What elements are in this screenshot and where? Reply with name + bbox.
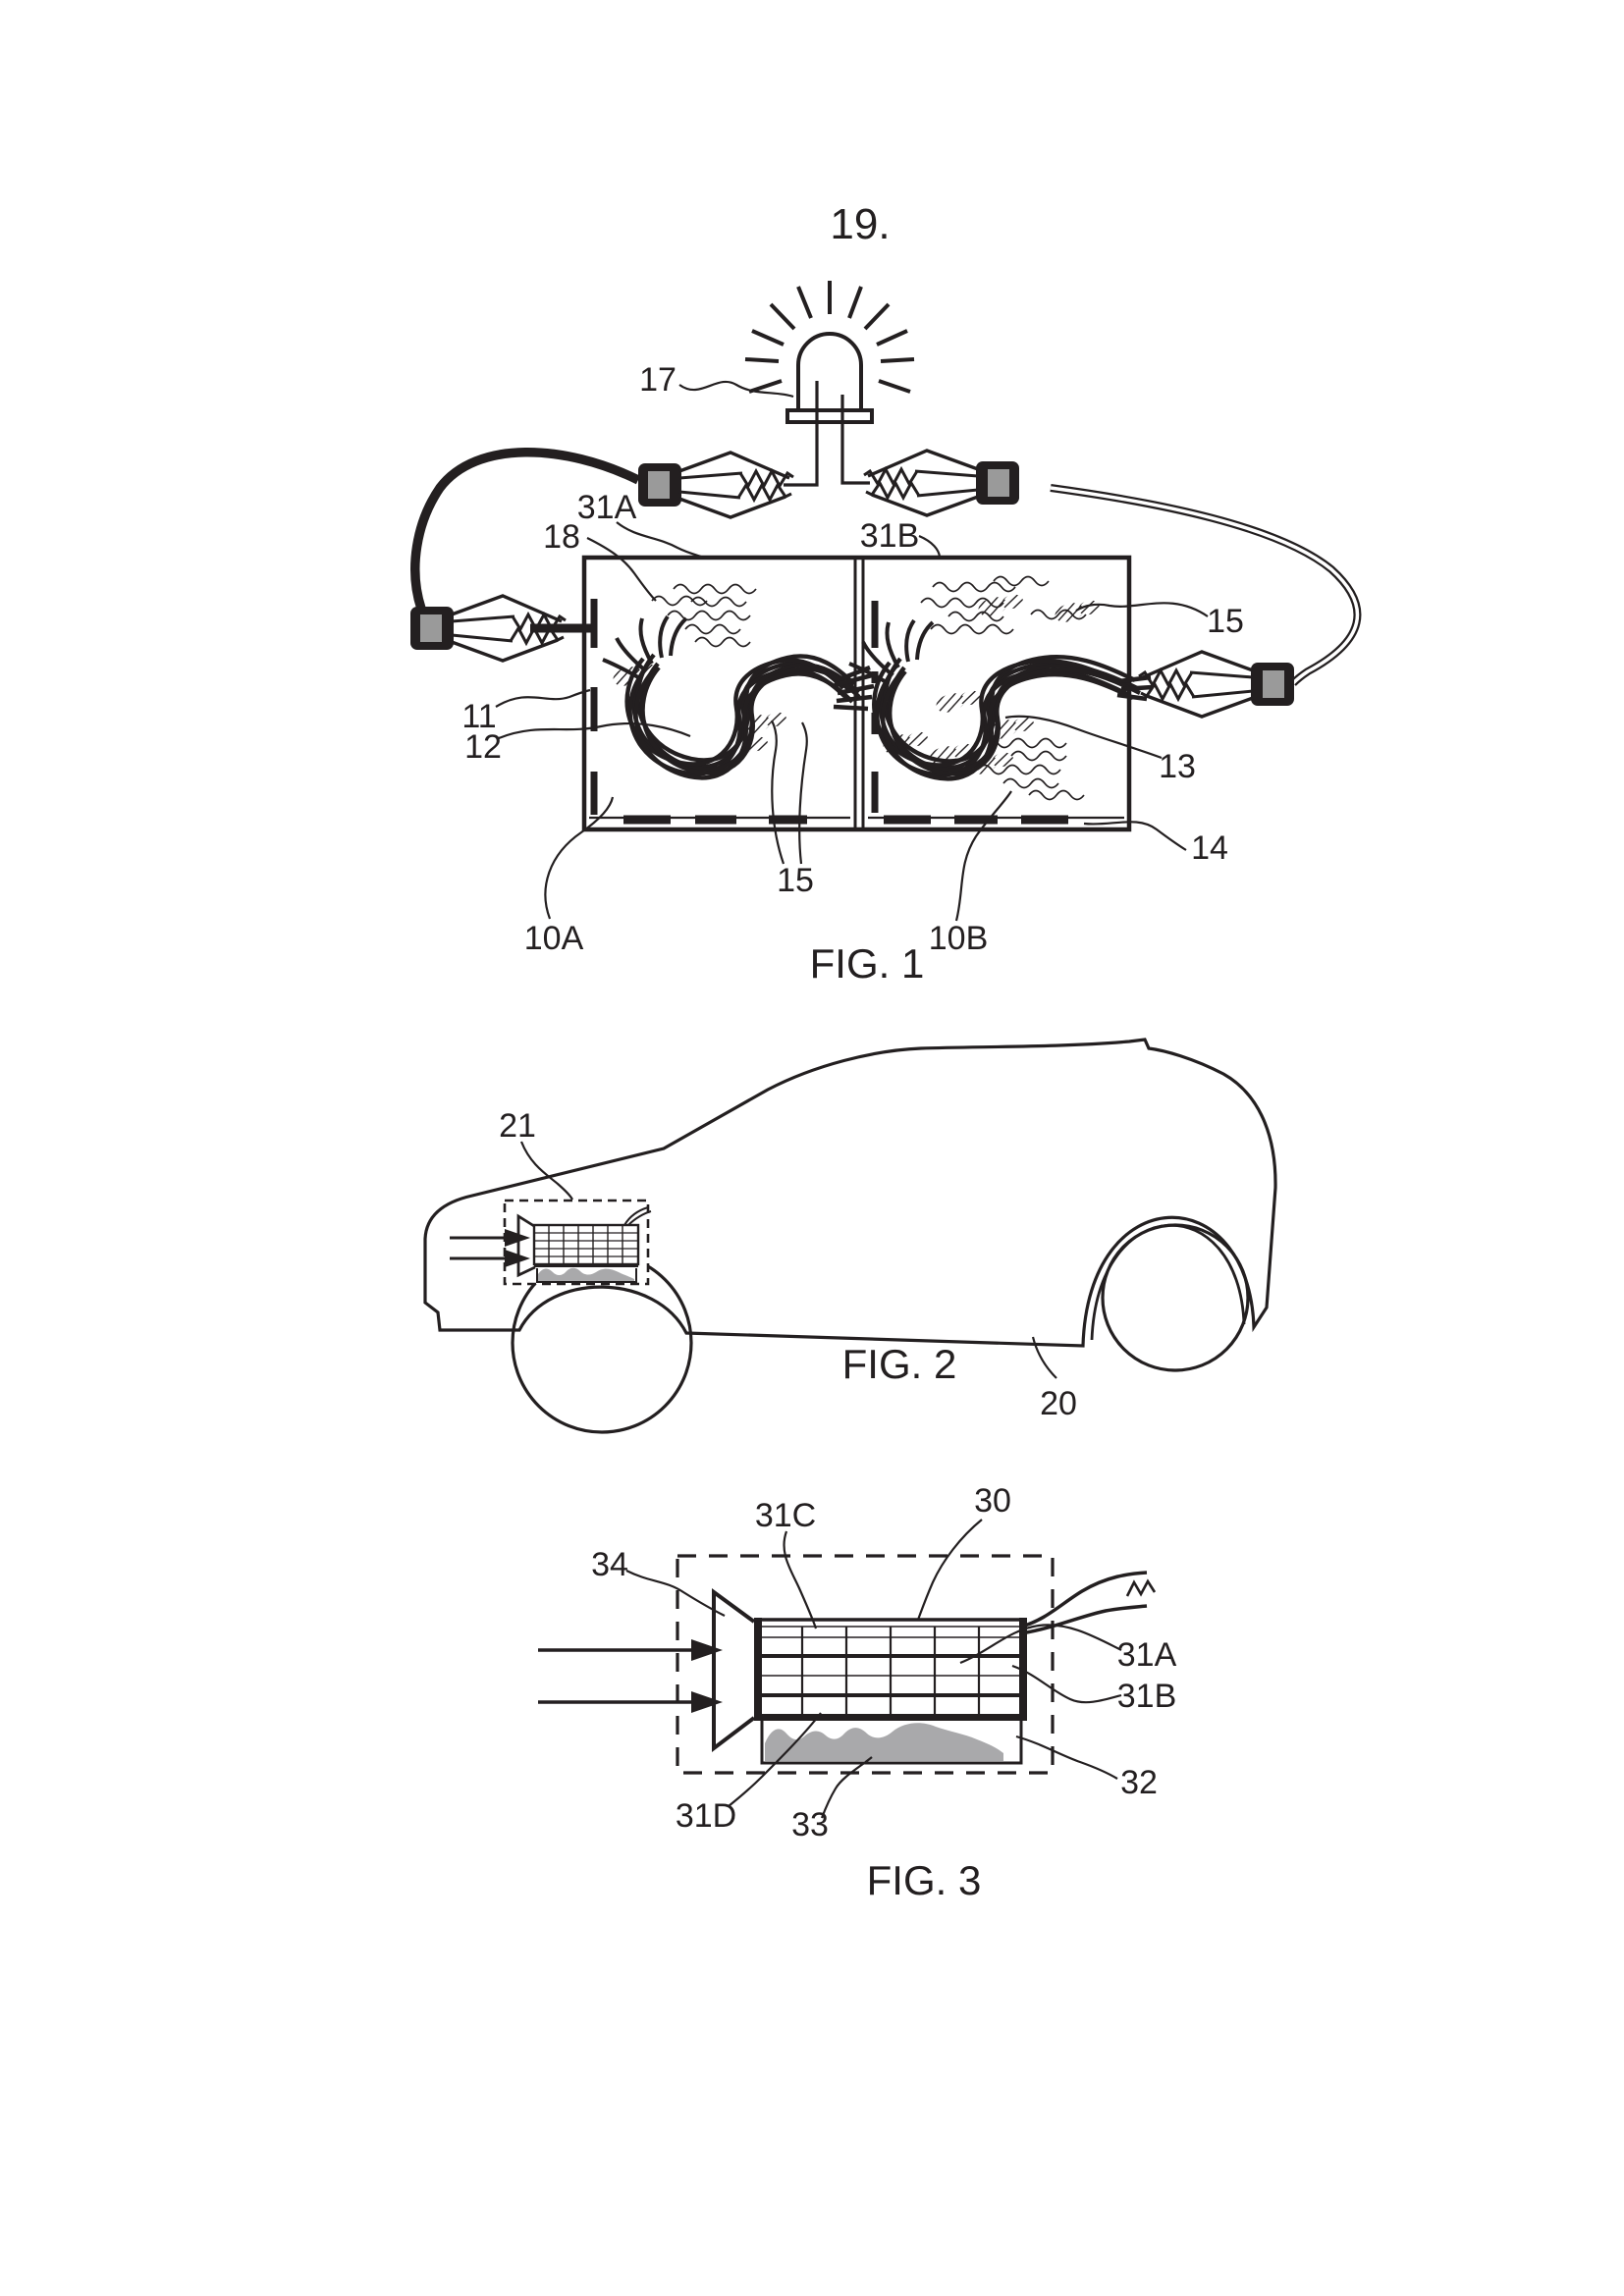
label-31A-fig3: 31A	[1117, 1636, 1177, 1674]
label-31A: 31A	[577, 489, 637, 526]
figure-2: 21 20 FIG. 2	[423, 1038, 1277, 1434]
sediment-mound	[765, 1723, 1003, 1761]
rear-wheel	[1101, 1223, 1250, 1372]
label-20: 20	[1040, 1385, 1077, 1422]
label-31D: 31D	[676, 1797, 736, 1835]
lamp-icon	[744, 281, 915, 487]
lead-wires	[1020, 1571, 1157, 1635]
label-18: 18	[543, 518, 580, 556]
label-11: 11	[461, 698, 496, 735]
car-outline	[423, 1038, 1277, 1348]
wire-bundle-right	[848, 618, 1154, 778]
label-31B: 31B	[860, 517, 920, 555]
label-12: 12	[464, 728, 502, 766]
label-33: 33	[791, 1806, 829, 1843]
label-34: 34	[591, 1546, 628, 1583]
collection-tray	[760, 1721, 1023, 1765]
label-32: 32	[1120, 1764, 1158, 1801]
label-13: 13	[1159, 748, 1196, 785]
label-14: 14	[1191, 829, 1228, 867]
light-rays-icon	[744, 281, 915, 394]
label-15-bottom: 15	[777, 862, 814, 899]
label-31B-fig3: 31B	[1117, 1678, 1177, 1715]
test-cell-box	[530, 555, 1132, 832]
label-30: 30	[974, 1482, 1011, 1520]
white-cable	[1050, 484, 1362, 686]
figure-2-caption: FIG. 2	[842, 1341, 957, 1387]
filter-grid	[754, 1618, 1027, 1721]
fig1-leader-lines	[495, 380, 1209, 922]
figure-3: 34 31C 30 31A 31B 32 31D 33 FIG. 3	[538, 1482, 1177, 1903]
figure-1-caption: FIG. 1	[810, 940, 925, 987]
label-21: 21	[499, 1107, 536, 1145]
label-17: 17	[639, 361, 677, 399]
fig3-leader-lines	[625, 1519, 1122, 1819]
inlet-funnel	[712, 1588, 756, 1753]
filter-unit-inset	[450, 1199, 652, 1286]
break-symbol-icon	[1125, 1578, 1157, 1597]
figure-1: 19.	[408, 200, 1362, 987]
fig2-leader-lines	[519, 1141, 1057, 1379]
airflow-arrows-small	[450, 1229, 530, 1267]
airflow-arrows	[538, 1639, 723, 1713]
label-10A: 10A	[524, 920, 584, 957]
label-31C: 31C	[755, 1497, 816, 1534]
sheet-number: 19.	[830, 200, 890, 248]
figure-3-caption: FIG. 3	[867, 1857, 982, 1903]
sediment-mound-small	[538, 1267, 634, 1281]
label-10B: 10B	[929, 920, 989, 957]
housing-dashed-outline	[676, 1554, 1055, 1775]
label-15-right: 15	[1207, 603, 1244, 640]
black-cable	[410, 448, 641, 611]
